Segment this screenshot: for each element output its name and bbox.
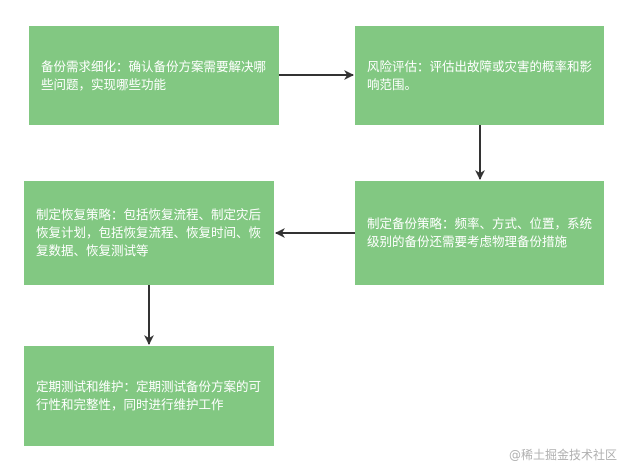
node-testing-maintenance: 定期测试和维护：定期测试备份方案的可行性和完整性，同时进行维护工作 [24, 346, 274, 446]
node-testing-maintenance-label: 定期测试和维护：定期测试备份方案的可行性和完整性，同时进行维护工作 [36, 379, 262, 412]
node-backup-strategy-label: 制定备份策略：频率、方式、位置，系统级别的备份还需要考虑物理备份措施 [367, 216, 593, 249]
node-requirement-refinement: 备份需求细化：确认备份方案需要解决哪些问题，实现哪些功能 [29, 26, 279, 125]
watermark: @稀土掘金技术社区 [508, 448, 617, 462]
node-risk-assessment: 风险评估：评估出故障或灾害的概率和影响范围。 [355, 26, 604, 125]
node-backup-strategy: 制定备份策略：频率、方式、位置，系统级别的备份还需要考虑物理备份措施 [355, 181, 604, 285]
node-recovery-strategy-label: 制定恢复策略：包括恢复流程、制定灾后恢复计划，包括恢复流程、恢复时间、恢复数据、… [36, 207, 262, 258]
node-requirement-refinement-label: 备份需求细化：确认备份方案需要解决哪些问题，实现哪些功能 [41, 58, 267, 92]
node-recovery-strategy: 制定恢复策略：包括恢复流程、制定灾后恢复计划，包括恢复流程、恢复时间、恢复数据、… [24, 181, 274, 285]
node-risk-assessment-label: 风险评估：评估出故障或灾害的概率和影响范围。 [367, 58, 593, 92]
